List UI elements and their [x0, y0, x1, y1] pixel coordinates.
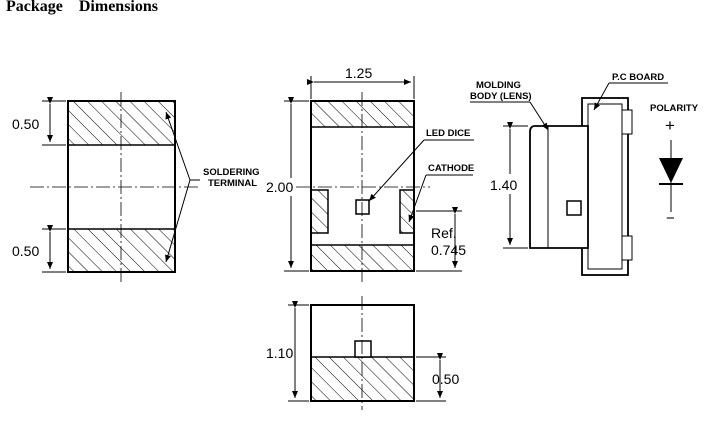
dim-body-height: 1.40 — [490, 177, 517, 193]
bottom-view: 0.50 0.50 SOLDERING TERMINAL — [12, 92, 259, 282]
soldering-label-1: SOLDERING — [203, 167, 259, 178]
polarity-label: POLARITY — [650, 103, 699, 114]
side-die — [354, 340, 372, 358]
page-title: Package Dimensions — [6, 0, 158, 16]
dim-pad-top: 0.50 — [12, 116, 39, 132]
dim-side-pad: 0.50 — [432, 371, 459, 387]
title-word-dimensions: Dimensions — [78, 0, 158, 15]
dim-length: 2.00 — [266, 179, 293, 195]
dim-pad-bottom: 0.50 — [12, 243, 39, 259]
dim-ref-label: Ref. — [431, 225, 457, 241]
diode-triangle-icon — [659, 158, 683, 183]
dim-side-height: 1.10 — [266, 345, 293, 361]
top-terminal — [310, 100, 415, 128]
bottom-terminal — [310, 244, 415, 272]
molding-label-2: BODY (LENS) — [470, 91, 532, 102]
led-dice — [355, 199, 370, 215]
led-dice-label: LED DICE — [426, 128, 470, 139]
title-word-package: Package — [6, 0, 63, 15]
polarity-minus: − — [666, 210, 675, 227]
left-side-pad — [310, 189, 329, 234]
bottom-solder-pad — [67, 228, 176, 273]
pc-board — [581, 97, 629, 276]
cathode-label: CATHODE — [428, 163, 474, 174]
molding-body — [529, 125, 589, 249]
dim-width: 1.25 — [345, 65, 372, 81]
middle-body-outline — [310, 100, 415, 272]
molding-label-1: MOLDING — [476, 80, 521, 91]
side-pad — [310, 356, 415, 402]
polarity-plus: + — [665, 116, 675, 135]
mounted-view: 1.40 MOLDING BODY (LENS) P.C BOARD POLAR… — [470, 72, 699, 276]
side-view: 1.10 0.50 — [266, 296, 459, 410]
left-body-outline — [67, 100, 176, 273]
mounted-die — [566, 200, 582, 216]
dim-ref-value: 0.745 — [431, 242, 466, 258]
cathode-pad — [399, 189, 415, 234]
pc-board-label: P.C BOARD — [612, 72, 664, 83]
side-body-outline — [310, 304, 415, 402]
soldering-label-2: TERMINAL — [208, 178, 257, 189]
top-solder-pad — [67, 100, 176, 146]
top-view: 1.25 2.00 LED DICE CATHODE Ref. 0.745 — [266, 65, 474, 282]
